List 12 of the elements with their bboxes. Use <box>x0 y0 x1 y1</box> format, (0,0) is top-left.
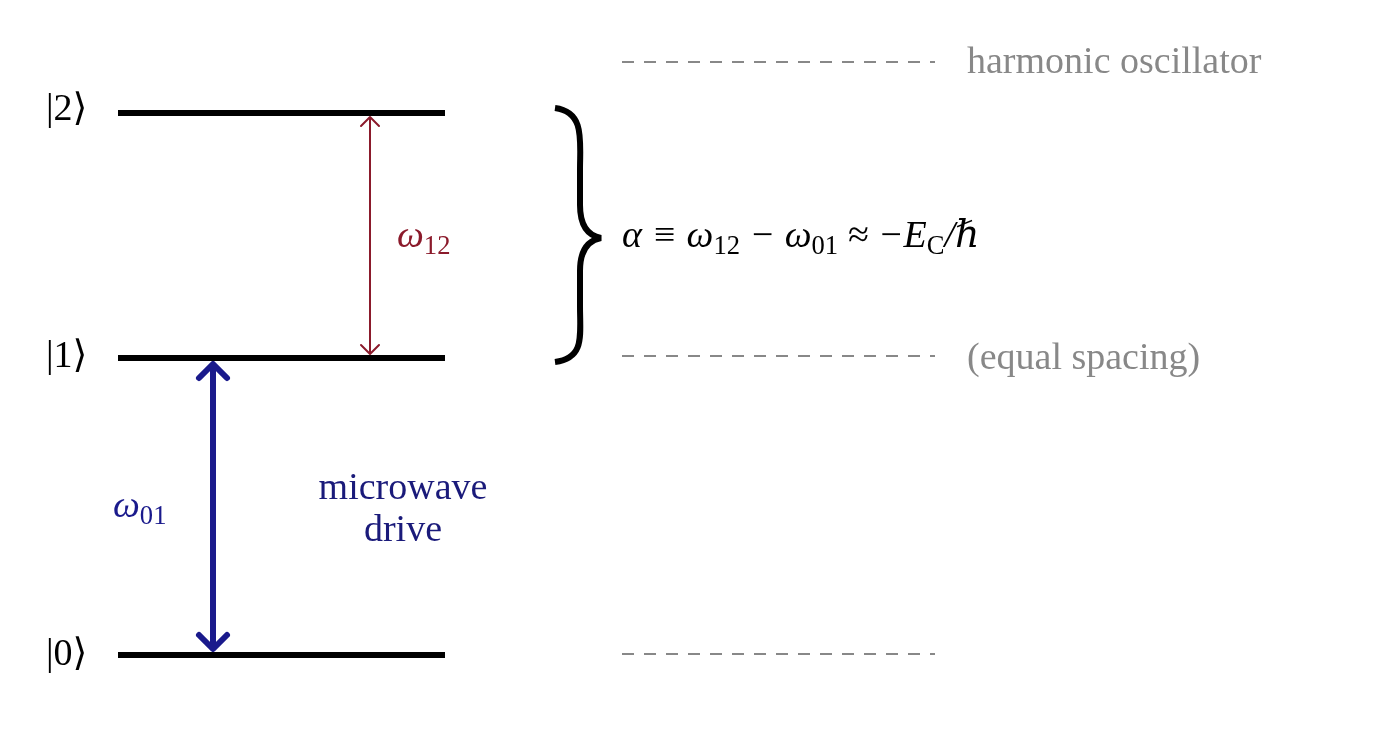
level-annotation: (equal spacing) <box>967 336 1201 378</box>
state-label: |2⟩ <box>46 87 88 129</box>
transition-arrow <box>196 361 230 652</box>
dashed-level-line <box>622 355 935 357</box>
state-label: |0⟩ <box>46 632 88 674</box>
transition-arrow <box>360 116 380 355</box>
anharmonicity-formula: α ≡ ω$_{12}$ − ω$_{01}$ ≈ −E$_{C}$/ℏ <box>622 214 980 256</box>
level-annotation: harmonic oscillator <box>967 40 1262 82</box>
dashed-level-line <box>622 61 935 63</box>
drive-label: microwave drive <box>317 466 489 550</box>
dashed-level-line <box>622 653 935 655</box>
state-label: |1⟩ <box>46 334 88 376</box>
